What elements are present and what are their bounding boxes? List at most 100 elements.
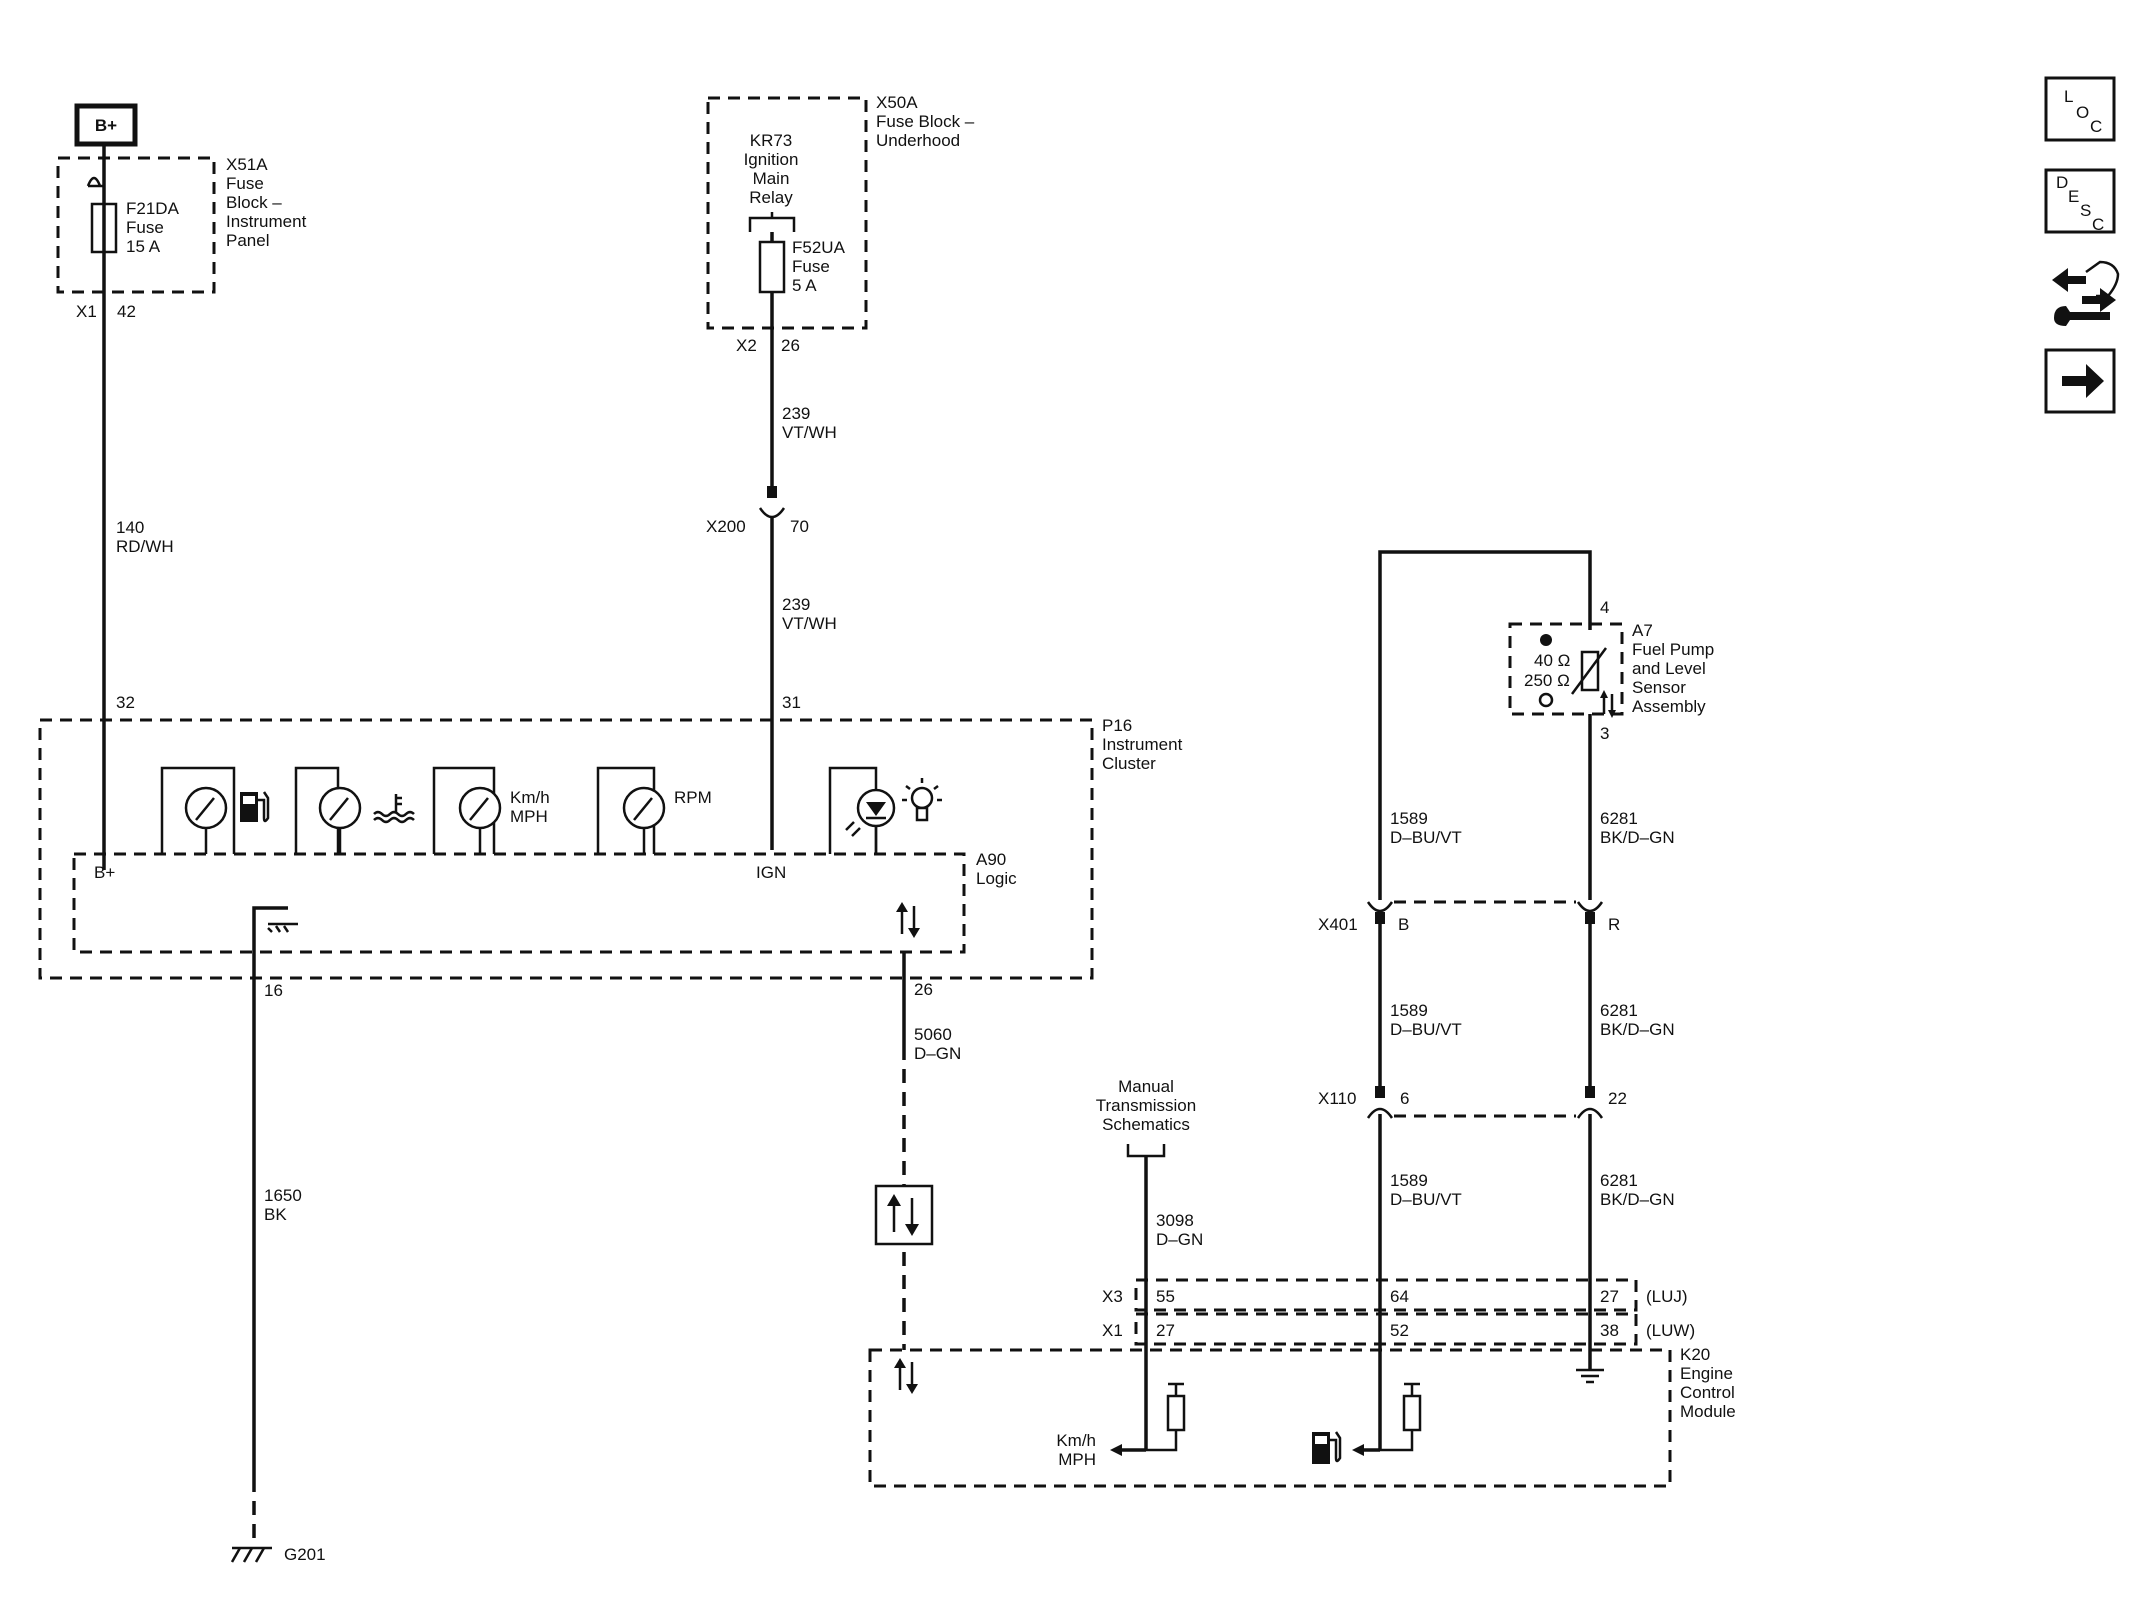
svg-text:Cluster: Cluster [1102,754,1156,773]
wire-3098-label: 3098 D–GN [1156,1211,1203,1249]
x110-label: X110 [1318,1089,1356,1108]
svg-text:Logic: Logic [976,869,1017,888]
svg-text:A90: A90 [976,850,1006,869]
p16-pin-16: 16 [264,981,283,1000]
svg-text:Relay: Relay [749,188,793,207]
svg-text:6281: 6281 [1600,1171,1638,1190]
location-button[interactable]: L O C [2044,76,2116,142]
k20-x1-pin-52: 52 [1390,1321,1409,1340]
p16-pin-31: 31 [782,693,801,712]
relay-kr73-label: KR73 Ignition Main Relay [744,131,799,207]
x51a-label: X51A Fuse Block – Instrument Panel [226,155,307,250]
k20-serial-data-arrows-icon [894,1358,918,1394]
svg-text:Fuse: Fuse [226,174,264,193]
svg-text:BK: BK [264,1205,287,1224]
x110-pin-6: 6 [1400,1089,1409,1108]
relay-kr73-contact-symbol [748,212,796,232]
p16-instrument-cluster-box [38,718,1094,980]
a7-pin-3: 3 [1600,724,1609,743]
svg-text:3098: 3098 [1156,1211,1194,1230]
a7-pin-4: 4 [1600,598,1609,617]
svg-text:5 A: 5 A [792,276,817,295]
x50a-connector-label: X2 [736,336,757,355]
svg-text:F21DA: F21DA [126,199,180,218]
wire-1589-upper-label: 1589 D–BU/VT [1390,809,1462,847]
k20-x1-option: (LUW) [1646,1321,1695,1340]
svg-text:Fuse Block –: Fuse Block – [876,112,975,131]
description-button[interactable]: D E S C [2044,168,2116,234]
wire-1589-lower-label: 1589 D–BU/VT [1390,1171,1462,1209]
svg-text:Control: Control [1680,1383,1735,1402]
svg-text:D–BU/VT: D–BU/VT [1390,1190,1462,1209]
tachometer-gauge: RPM [596,766,712,854]
next-arrow-button[interactable] [2044,348,2116,414]
k20-fuel-pump-icon [1312,1431,1342,1464]
speedometer-kmh-label: Km/h [510,788,550,807]
a7-label: A7 Fuel Pump and Level Sensor Assembly [1632,621,1714,716]
svg-text:and Level: and Level [1632,659,1706,678]
svg-text:D: D [2056,173,2068,192]
svg-text:O: O [2076,103,2089,122]
serial-data-arrows-icon [896,902,920,938]
lamp-bulb-icon [902,778,942,822]
svg-text:Block –: Block – [226,193,282,212]
k20-engine-control-module-box [868,1348,1672,1488]
svg-text:5060: 5060 [914,1025,952,1044]
manual-transmission-schematics-reference: Manual Transmission Schematics [1096,1077,1196,1158]
svg-text:C: C [2092,215,2104,234]
svg-text:E: E [2068,187,2079,206]
svg-text:F52UA: F52UA [792,238,846,257]
svg-text:D–BU/VT: D–BU/VT [1390,828,1462,847]
svg-text:Transmission: Transmission [1096,1096,1196,1115]
diagnostic-tools-icon[interactable] [2052,260,2120,326]
svg-text:1589: 1589 [1390,1171,1428,1190]
ground-g201-icon: G201 [230,1545,326,1564]
svg-text:Instrument: Instrument [226,212,307,231]
svg-text:KR73: KR73 [750,131,793,150]
k20-speed-mph-label: MPH [1058,1450,1096,1469]
wire-239-lower-label: 239 VT/WH [782,595,837,633]
svg-text:6281: 6281 [1600,809,1638,828]
x401-pin-b: B [1398,915,1409,934]
svg-text:C: C [2090,117,2102,136]
x110-pin-22: 22 [1608,1089,1627,1108]
svg-text:1589: 1589 [1390,1001,1428,1020]
connector-x200: X200 70 [706,486,809,536]
k20-x1-pin-38: 38 [1600,1321,1619,1340]
x51a-pin-label: 42 [117,302,136,321]
svg-text:15 A: 15 A [126,237,161,256]
svg-text:Sensor: Sensor [1632,678,1686,697]
x51a-fuse-block-box [56,156,216,294]
svg-text:Ignition: Ignition [744,150,799,169]
k20-x3-connector-box [1134,1278,1638,1312]
wire-6281-middle-label: 6281 BK/D–GN [1600,1001,1675,1039]
connector-x401: X401 B R [1318,900,1620,934]
k20-fuel-level-input-circuit [1352,1382,1422,1456]
x51a-connector-label: X1 [76,302,97,321]
svg-text:X200: X200 [706,517,746,536]
svg-text:1589: 1589 [1390,809,1428,828]
x401-pin-r: R [1608,915,1620,934]
svg-text:1650: 1650 [264,1186,302,1205]
connector-x110: X110 6 22 [1318,1086,1627,1119]
svg-text:Assembly: Assembly [1632,697,1706,716]
svg-text:RD/WH: RD/WH [116,537,174,556]
svg-text:239: 239 [782,404,810,423]
a90-label: A90 Logic [976,850,1017,888]
wire-1589-middle-label: 1589 D–BU/VT [1390,1001,1462,1039]
svg-text:A7: A7 [1632,621,1653,640]
illumination-led-indicator [828,766,896,854]
svg-text:BK/D–GN: BK/D–GN [1600,1190,1675,1209]
svg-text:140: 140 [116,518,144,537]
svg-text:L: L [2064,87,2073,106]
svg-text:Panel: Panel [226,231,269,250]
x50a-pin-label: 26 [781,336,800,355]
fuel-gauge [160,766,236,854]
wire-6281-lower-label: 6281 BK/D–GN [1600,1171,1675,1209]
p16-pin-26: 26 [914,980,933,999]
svg-text:Underhood: Underhood [876,131,960,150]
k20-speed-input-circuit: Km/h MPH [1056,1382,1186,1469]
k20-speed-kmh-label: Km/h [1056,1431,1096,1450]
x50a-label: X50A Fuse Block – Underhood [876,93,975,150]
